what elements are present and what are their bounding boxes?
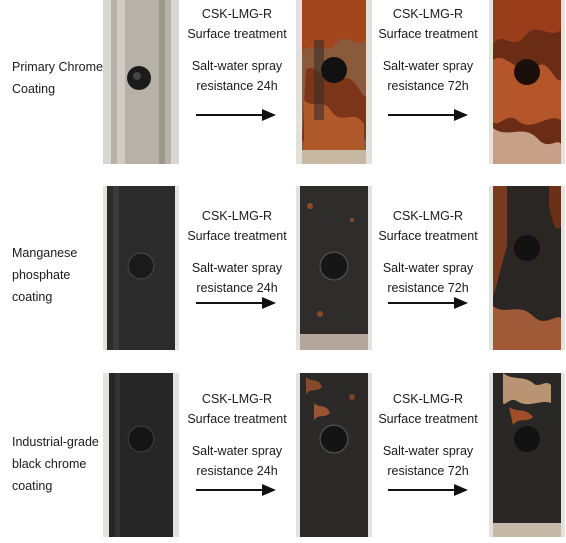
arrow-right-icon — [196, 296, 276, 310]
sample-photo-72h — [489, 0, 565, 164]
sample-photo-original — [103, 186, 179, 350]
coating-label-line: black chrome — [12, 457, 87, 471]
process-step: CSK-LMG-R Surface treatment Salt-water s… — [175, 206, 299, 298]
coating-label-line: Industrial-grade — [12, 435, 99, 449]
sample-photo-72h — [489, 186, 565, 350]
test-name: Salt-water spray — [382, 59, 474, 73]
treatment-label: Surface treatment — [187, 27, 287, 41]
treatment-name: CSK-LMG-R — [201, 7, 273, 21]
process-step: CSK-LMG-R Surface treatment Salt-water s… — [366, 389, 490, 481]
treatment-label: Surface treatment — [378, 27, 478, 41]
test-duration: resistance 24h — [196, 79, 278, 93]
arrow-right-icon — [388, 483, 468, 497]
arrow-right-icon — [388, 296, 468, 310]
coating-label-line: phosphate — [12, 268, 71, 282]
test-name: Salt-water spray — [191, 261, 283, 275]
sample-photo-original — [103, 0, 179, 164]
coating-label: Manganese phosphate coating — [12, 242, 77, 308]
coating-label: Industrial-grade black chrome coating — [12, 431, 99, 497]
coating-label-line: coating — [12, 479, 53, 493]
test-name: Salt-water spray — [382, 261, 474, 275]
treatment-label: Surface treatment — [378, 229, 478, 243]
treatment-name: CSK-LMG-R — [392, 209, 464, 223]
treatment-name: CSK-LMG-R — [392, 392, 464, 406]
row-manganese-phosphate: Manganese phosphate coating CSK-LMG-R Su… — [0, 186, 566, 356]
test-duration: resistance 72h — [387, 464, 469, 478]
coating-label-line: Manganese — [12, 246, 78, 260]
test-duration: resistance 24h — [196, 281, 278, 295]
test-name: Salt-water spray — [191, 444, 283, 458]
process-step: CSK-LMG-R Surface treatment Salt-water s… — [366, 206, 490, 298]
sample-photo-24h — [296, 373, 372, 537]
treatment-label: Surface treatment — [378, 412, 478, 426]
process-step: CSK-LMG-R Surface treatment Salt-water s… — [175, 4, 299, 96]
test-name: Salt-water spray — [382, 444, 474, 458]
treatment-name: CSK-LMG-R — [201, 392, 273, 406]
treatment-name: CSK-LMG-R — [201, 209, 273, 223]
coating-label-line: coating — [12, 290, 53, 304]
sample-photo-72h — [489, 373, 565, 537]
arrow-right-icon — [196, 483, 276, 497]
row-industrial-black-chrome: Industrial-grade black chrome coating CS… — [0, 373, 566, 543]
process-step: CSK-LMG-R Surface treatment Salt-water s… — [366, 4, 490, 96]
process-step: CSK-LMG-R Surface treatment Salt-water s… — [175, 389, 299, 481]
arrow-right-icon — [196, 108, 276, 122]
test-duration: resistance 72h — [387, 79, 469, 93]
treatment-label: Surface treatment — [187, 229, 287, 243]
treatment-label: Surface treatment — [187, 412, 287, 426]
coating-label-line: Coating — [12, 82, 56, 96]
row-primary-chrome: Primary Chrome Coating CSK-LMG-R Surface… — [0, 0, 566, 170]
sample-photo-24h — [296, 186, 372, 350]
test-name: Salt-water spray — [191, 59, 283, 73]
test-duration: resistance 24h — [196, 464, 278, 478]
coating-label: Primary Chrome Coating — [12, 56, 103, 100]
treatment-name: CSK-LMG-R — [392, 7, 464, 21]
coating-label-line: Primary Chrome — [12, 60, 103, 74]
sample-photo-original — [103, 373, 179, 537]
arrow-right-icon — [388, 108, 468, 122]
test-duration: resistance 72h — [387, 281, 469, 295]
sample-photo-24h — [296, 0, 372, 164]
